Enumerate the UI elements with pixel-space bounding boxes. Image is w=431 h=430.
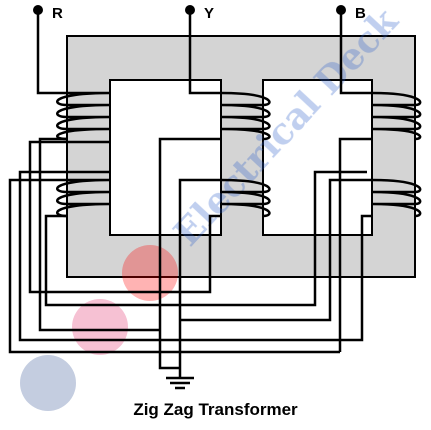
diagram-title: Zig Zag Transformer	[133, 400, 298, 419]
wire-y-line	[188, 10, 221, 95]
ground-icon	[166, 368, 194, 390]
winding-y-upper	[220, 91, 271, 141]
wire-r-line	[36, 10, 67, 95]
wire-r-lower-a	[8, 178, 67, 330]
terminal-y-label: Y	[204, 5, 214, 22]
wire-b-lower-a	[180, 178, 372, 322]
wire-r-upper-return	[38, 137, 160, 332]
wire-y-lower-b	[28, 140, 221, 294]
wire-y-upper-return	[158, 137, 340, 354]
wire-b-upper-return	[338, 137, 372, 352]
winding-y-lower	[220, 178, 271, 218]
instagram-icon	[72, 299, 128, 355]
wire-b-lower-b	[18, 170, 372, 342]
winding-b-upper	[371, 91, 422, 141]
neutral-bus	[8, 330, 180, 370]
wire-b-line	[339, 10, 372, 95]
terminal-r-label: R	[52, 5, 63, 22]
winding-r-upper	[56, 91, 111, 141]
winding-b-lower	[371, 178, 422, 218]
wire-y-lower-a	[178, 178, 221, 352]
terminal-b-label: B	[355, 5, 366, 22]
youtube-icon	[122, 245, 178, 301]
wiring	[8, 10, 422, 370]
facebook-icon	[20, 355, 76, 411]
winding-r-lower	[56, 178, 111, 218]
